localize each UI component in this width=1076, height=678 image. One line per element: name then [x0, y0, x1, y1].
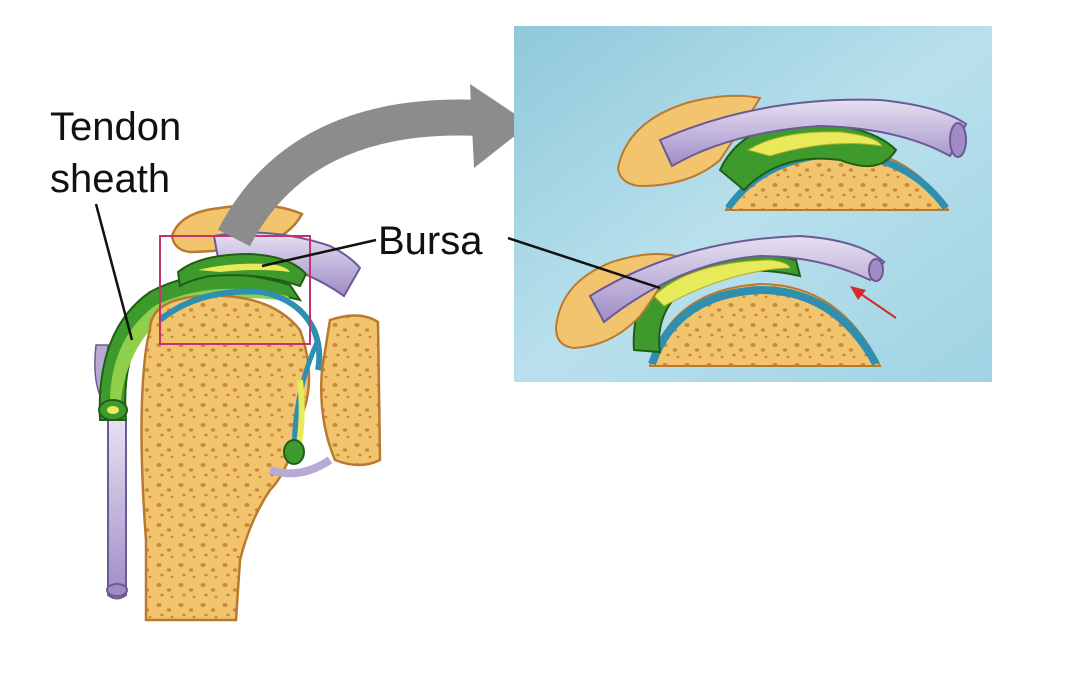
inset-panel [514, 26, 992, 382]
bursa-label: Bursa [378, 218, 483, 264]
tendon-sheath-leader-line [96, 204, 132, 340]
tendon-sheath-label-line2: sheath [50, 156, 170, 202]
tendon-sheath-label-line1: Tendon [50, 104, 181, 150]
main-shoulder-illustration [95, 205, 380, 620]
scapula-bone [321, 315, 380, 465]
